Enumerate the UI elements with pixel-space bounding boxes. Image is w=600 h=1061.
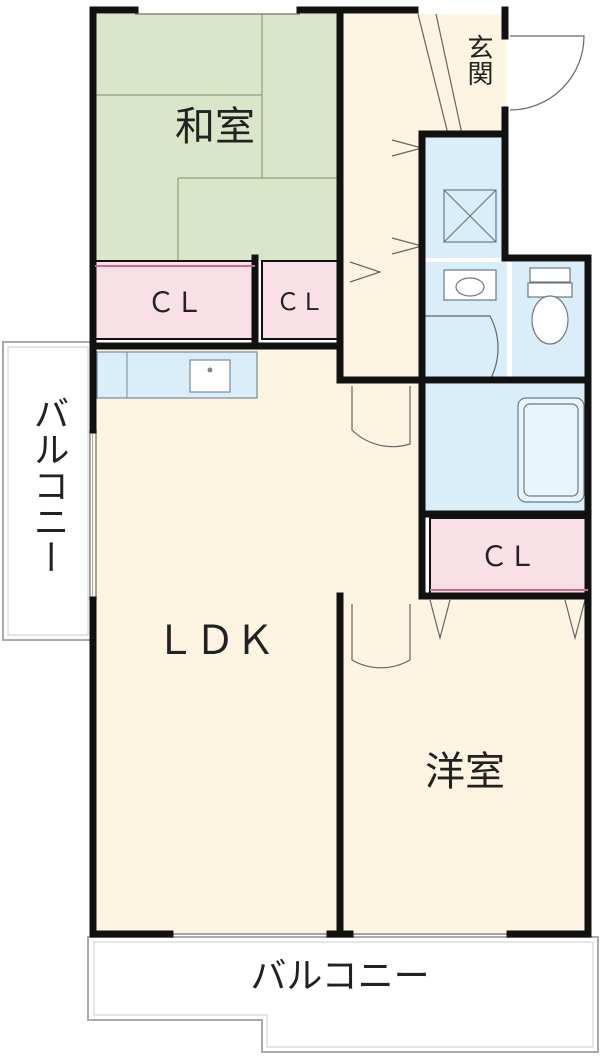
balcony-bottom-label: バルコニー [250,956,429,997]
yoshitsu-label: 洋室 [425,749,505,795]
genkan-label: 玄関 [463,34,493,86]
washitsu-floor [93,14,340,261]
closet-small-label: ＣＬ [276,288,324,316]
tatami-lines [93,14,340,261]
closet-washitsu-fill [95,261,255,339]
washitsu-label: 和室 [175,104,255,150]
door-swings [349,13,586,669]
balcony-left-label: バルコニー [28,395,69,575]
ldk-label: ＬＤＫ [155,618,275,664]
bathtub-icon [517,397,585,503]
closet-small-fill [262,261,340,339]
washbasin-icon [443,269,497,301]
closet-washitsu-label: ＣＬ [147,286,203,319]
ldk-floor-upper [340,380,425,600]
kitchen-sink-icon [189,359,231,393]
balcony-left [2,341,94,641]
balcony-bottom [87,936,599,1053]
kitchen-counter [96,351,258,399]
genkan-floor [415,14,507,134]
walls [89,6,592,938]
window-marks [89,13,510,935]
shower-area [422,136,507,258]
hallway-floor [340,14,422,384]
closet-bath-fill [430,518,588,594]
closet-bath-label: ＣＬ [480,540,536,573]
closet-outlines [94,260,589,595]
shower-drain-icon [443,189,497,243]
yoshitsu-floor [340,595,588,935]
toilet-icon [527,267,573,345]
